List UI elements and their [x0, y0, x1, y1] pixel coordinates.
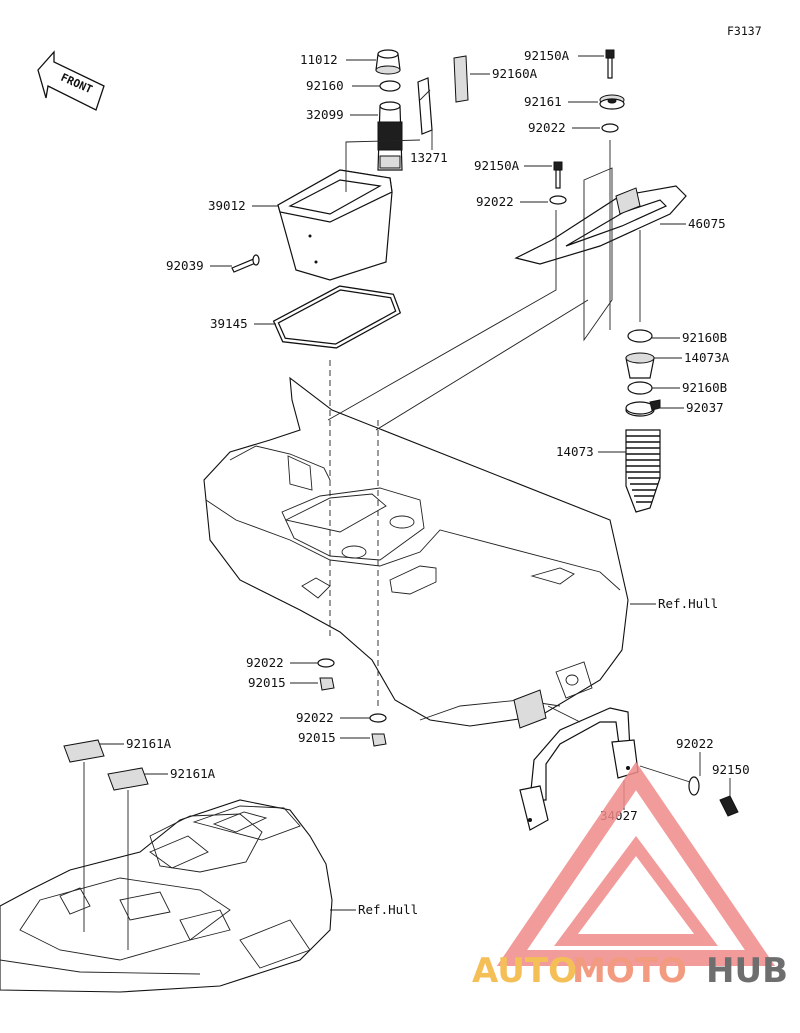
fitting-32099 — [377, 101, 403, 171]
label-92160: 92160 — [306, 78, 344, 93]
diagram-code: F3137 — [727, 24, 762, 38]
label-92015-2: 92015 — [298, 730, 336, 745]
label-92161A-2: 92161A — [170, 766, 216, 781]
nut-92015-1 — [319, 677, 335, 691]
label-92150A-2: 92150A — [474, 158, 520, 173]
label-32099: 32099 — [306, 107, 344, 122]
label-ref-hull-2: Ref.Hull — [358, 902, 418, 917]
label-13271: 13271 — [410, 150, 448, 165]
label-92161: 92161 — [524, 94, 562, 109]
label-92161A-1: 92161A — [126, 736, 172, 751]
label-39012: 39012 — [208, 198, 246, 213]
gasket-39145 — [272, 285, 402, 349]
leader-lines-decals — [83, 743, 356, 950]
leader-lines — [210, 55, 686, 739]
washer-92022-3 — [317, 658, 335, 668]
label-92160B-1: 92160B — [682, 330, 727, 345]
bolt-92150 — [719, 795, 739, 817]
bracket-13271 — [417, 77, 433, 135]
automotohub-watermark: AUTO MOTO HUB — [472, 761, 788, 991]
storage-tray-39012 — [277, 169, 393, 281]
grab-bar-34027 — [519, 707, 639, 831]
washer-92022-1 — [601, 123, 619, 133]
label-92160A: 92160A — [492, 66, 538, 81]
rivet-92039 — [231, 254, 260, 273]
washer-92022-5 — [688, 776, 700, 796]
label-92039: 92039 — [166, 258, 204, 273]
watermark-hub: HUB — [706, 951, 788, 991]
front-arrow-icon: FRONT — [37, 50, 105, 111]
label-92160B-2: 92160B — [682, 380, 727, 395]
bolt-92150A-1 — [605, 49, 615, 79]
watermark-triangle-icon — [496, 761, 776, 966]
label-92022-5: 92022 — [676, 736, 714, 751]
hose-14073 — [625, 429, 661, 513]
oring-92160B-1 — [627, 329, 653, 343]
cap-14073A — [625, 352, 655, 379]
label-92015-1: 92015 — [248, 675, 286, 690]
watermark-moto: MOTO — [572, 951, 687, 991]
oring-92160B-2 — [627, 381, 653, 395]
hull-bottom-view — [0, 799, 333, 993]
label-14073: 14073 — [556, 444, 594, 459]
label-92022-4: 92022 — [296, 710, 334, 725]
decal-92161A-2 — [107, 767, 149, 791]
label-92150A-1: 92150A — [524, 48, 570, 63]
nut-92015-2 — [371, 733, 387, 747]
grommet-92161 — [599, 94, 625, 110]
handle-46075 — [514, 185, 687, 265]
label-ref-hull-1: Ref.Hull — [658, 596, 718, 611]
watermark-auto: AUTO — [472, 951, 577, 991]
label-92022-1: 92022 — [528, 120, 566, 135]
cap-11012 — [375, 49, 401, 75]
pad-92160A — [453, 55, 469, 103]
hull-deck — [203, 376, 629, 729]
label-11012: 11012 — [300, 52, 338, 67]
washer-92022-2 — [549, 195, 567, 205]
label-14073A: 14073A — [684, 350, 730, 365]
clamp-92037 — [625, 399, 661, 417]
oring-92160 — [379, 80, 401, 92]
label-39145: 39145 — [210, 316, 248, 331]
label-92150: 92150 — [712, 762, 750, 777]
decal-92161A-1 — [63, 739, 105, 763]
label-92022-3: 92022 — [246, 655, 284, 670]
label-92022-2: 92022 — [476, 194, 514, 209]
bolt-92150A-2 — [553, 161, 563, 189]
label-92037: 92037 — [686, 400, 724, 415]
washer-92022-4 — [369, 713, 387, 723]
label-46075: 46075 — [688, 216, 726, 231]
part-labels: 11012 92160 32099 13271 92160A 92150A 92… — [126, 48, 750, 917]
